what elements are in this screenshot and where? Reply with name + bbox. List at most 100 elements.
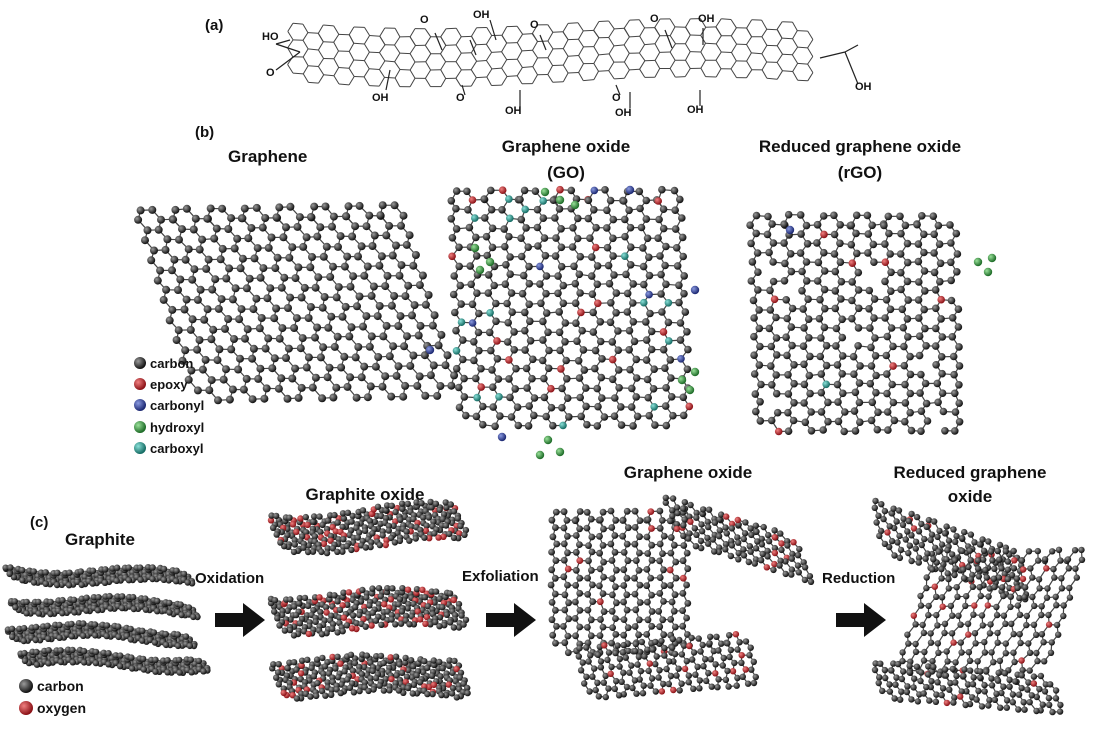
atom bbox=[473, 393, 481, 402]
bond bbox=[287, 23, 294, 32]
atom bbox=[900, 342, 908, 351]
go-structure-diagram: HO O OH O O OH O OH OH O OH O OH OH bbox=[262, 9, 872, 119]
atom bbox=[178, 225, 186, 234]
atom bbox=[283, 394, 292, 403]
functional-atom bbox=[987, 253, 997, 263]
atom bbox=[385, 352, 394, 361]
atom bbox=[210, 234, 219, 243]
bond bbox=[623, 69, 630, 79]
atom bbox=[848, 278, 856, 286]
atom bbox=[561, 338, 569, 346]
atom bbox=[222, 274, 231, 283]
atom bbox=[193, 386, 202, 395]
atom bbox=[800, 399, 808, 407]
atom bbox=[362, 222, 371, 231]
atom bbox=[187, 366, 196, 375]
atom bbox=[218, 244, 227, 253]
bond bbox=[715, 43, 722, 53]
atom bbox=[680, 272, 688, 280]
atom bbox=[941, 427, 949, 435]
graphene-title: Graphene bbox=[228, 147, 307, 166]
atom bbox=[402, 240, 411, 249]
bond bbox=[629, 68, 640, 71]
atom bbox=[769, 277, 778, 286]
atom bbox=[747, 277, 756, 285]
atom bbox=[803, 240, 812, 248]
atom bbox=[672, 244, 681, 252]
atom bbox=[684, 345, 692, 354]
atom bbox=[665, 337, 673, 345]
atom bbox=[936, 259, 945, 268]
atom bbox=[307, 213, 315, 221]
atom bbox=[659, 328, 668, 336]
atom bbox=[196, 285, 205, 294]
atom bbox=[666, 356, 675, 364]
bond bbox=[562, 72, 569, 82]
atom bbox=[900, 361, 909, 370]
stage-graphite-oxide: Graphite oxide bbox=[305, 485, 424, 504]
atom bbox=[142, 595, 149, 602]
atom bbox=[676, 336, 685, 344]
atom bbox=[288, 243, 297, 252]
atom bbox=[408, 311, 416, 320]
bond bbox=[317, 66, 325, 76]
atom bbox=[225, 264, 234, 273]
atom bbox=[523, 384, 531, 392]
bond bbox=[333, 25, 340, 35]
atom bbox=[780, 277, 789, 285]
legend-label: carboxyl bbox=[150, 441, 203, 456]
bond bbox=[476, 76, 487, 79]
atom bbox=[20, 637, 27, 645]
atom bbox=[784, 390, 793, 398]
atom bbox=[619, 197, 628, 205]
atom bbox=[153, 276, 162, 285]
atom bbox=[562, 356, 570, 365]
atom bbox=[128, 665, 136, 672]
bond bbox=[446, 27, 457, 30]
atom bbox=[516, 195, 524, 204]
atom bbox=[452, 364, 461, 373]
bond bbox=[323, 41, 334, 43]
atom bbox=[401, 381, 410, 390]
bond bbox=[287, 39, 294, 49]
atom bbox=[596, 318, 605, 326]
atom bbox=[484, 289, 493, 297]
atom bbox=[822, 361, 831, 370]
atom bbox=[460, 374, 468, 383]
atom bbox=[462, 411, 470, 420]
bond bbox=[669, 18, 676, 28]
atom bbox=[832, 324, 841, 333]
atom bbox=[498, 206, 506, 214]
bond bbox=[807, 56, 814, 65]
atom bbox=[557, 262, 566, 271]
atom bbox=[188, 275, 197, 284]
bond bbox=[486, 27, 493, 36]
atom bbox=[354, 343, 363, 351]
atom bbox=[327, 312, 336, 321]
atom bbox=[937, 353, 946, 361]
atom bbox=[921, 287, 929, 295]
atom bbox=[796, 211, 805, 219]
atom bbox=[854, 342, 862, 350]
atom bbox=[238, 254, 247, 263]
atom bbox=[2, 564, 9, 571]
bond bbox=[761, 28, 768, 37]
bond bbox=[491, 67, 502, 70]
functional-atom bbox=[425, 345, 435, 355]
atom bbox=[173, 567, 180, 574]
bond bbox=[654, 18, 661, 28]
atom bbox=[236, 264, 245, 273]
atom bbox=[258, 223, 267, 232]
bond bbox=[318, 74, 325, 84]
bond bbox=[685, 26, 691, 36]
bond bbox=[761, 53, 768, 63]
atom bbox=[80, 659, 88, 666]
atom bbox=[492, 317, 500, 326]
bond bbox=[308, 65, 319, 67]
bond bbox=[455, 52, 462, 62]
arrow-right-icon bbox=[215, 603, 265, 637]
atom bbox=[570, 262, 578, 271]
atom bbox=[495, 393, 503, 401]
atom bbox=[939, 407, 948, 416]
atom bbox=[45, 660, 52, 667]
